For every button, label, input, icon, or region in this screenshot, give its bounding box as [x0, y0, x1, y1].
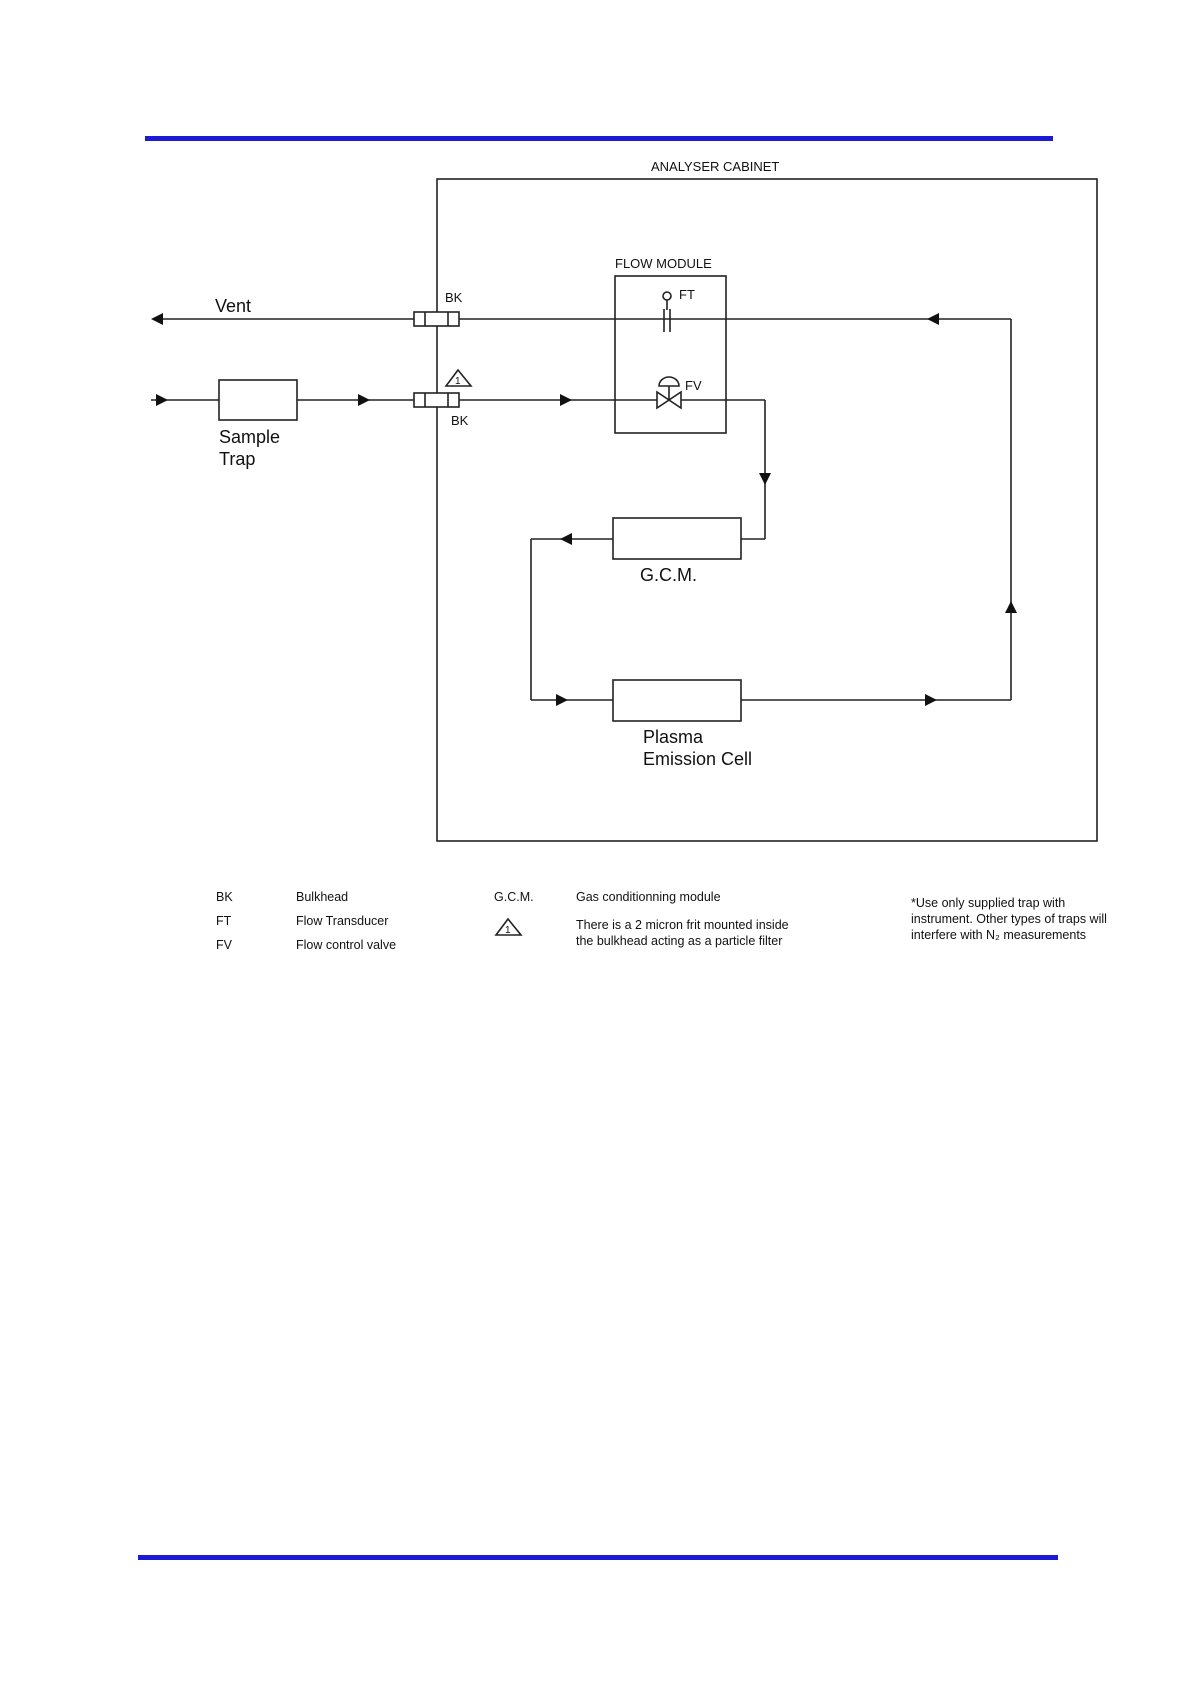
legend-abbr-bk: BK — [216, 890, 233, 904]
ft-sensor-icon — [662, 291, 672, 301]
sample-arrow-1 — [358, 394, 370, 406]
legend-desc-bk: Bulkhead — [296, 890, 348, 904]
gcm-out-arrow — [560, 533, 572, 545]
valve-left-icon — [656, 390, 671, 410]
warning-triangle-icon — [444, 368, 473, 387]
vent-arrow — [151, 313, 163, 325]
return-arrow — [927, 313, 939, 325]
legend-abbr-ft: FT — [216, 914, 232, 928]
vent-label: Vent — [215, 296, 251, 316]
bk-label-top: BK — [445, 290, 463, 305]
legend-warning-mark: 1 — [505, 925, 511, 936]
legend-desc-ft: Flow Transducer — [296, 914, 388, 928]
legend-frit-note-1: There is a 2 micron frit mounted inside — [576, 918, 789, 932]
bottom-rule — [138, 1555, 1058, 1560]
bulkhead-bottom — [413, 392, 460, 408]
plasma-out-arrow — [925, 694, 937, 706]
plasma-label-1: Plasma — [643, 727, 704, 747]
riser-arrow — [1005, 601, 1017, 613]
legend-abbr-fv: FV — [216, 938, 233, 952]
gcm-box — [612, 517, 742, 560]
analyser-cabinet-box — [436, 178, 1098, 842]
legend-warning-triangle-icon — [494, 917, 523, 936]
sample-trap-label-2: Trap — [219, 449, 255, 469]
top-rule — [145, 136, 1053, 141]
flow-module-box — [614, 275, 727, 434]
valve-actuator-icon — [658, 376, 680, 387]
gcm-feed-arrow — [759, 473, 771, 485]
legend-frit-note-2: the bulkhead acting as a particle filter — [576, 934, 782, 948]
fv-label: FV — [685, 378, 702, 393]
cabinet-label: ANALYSER CABINET — [651, 159, 779, 174]
valve-right-icon — [667, 390, 682, 410]
plasma-in-arrow — [556, 694, 568, 706]
plasma-cell-box — [612, 679, 742, 722]
bulkhead-top — [413, 311, 460, 327]
plasma-label-2: Emission Cell — [643, 749, 752, 769]
legend-trap-note-1: *Use only supplied trap with — [911, 896, 1065, 910]
sample-inlet-arrow — [156, 394, 168, 406]
sample-trap-label-1: Sample — [219, 427, 280, 447]
legend-desc-fv: Flow control valve — [296, 938, 396, 952]
sample-trap-box — [218, 379, 298, 421]
ft-label: FT — [679, 287, 695, 302]
legend-trap-note-3: interfere with N₂ measurements — [911, 928, 1086, 942]
warning-mark: 1 — [455, 376, 461, 387]
legend-trap-note-2: instrument. Other types of traps will — [911, 912, 1107, 926]
bk-label-bottom: BK — [451, 413, 469, 428]
flow-module-label: FLOW MODULE — [615, 256, 712, 271]
gcm-label: G.C.M. — [640, 565, 697, 585]
legend-desc-gcm: Gas conditionning module — [576, 890, 721, 904]
legend-abbr-gcm: G.C.M. — [494, 890, 534, 904]
sample-arrow-2 — [560, 394, 572, 406]
